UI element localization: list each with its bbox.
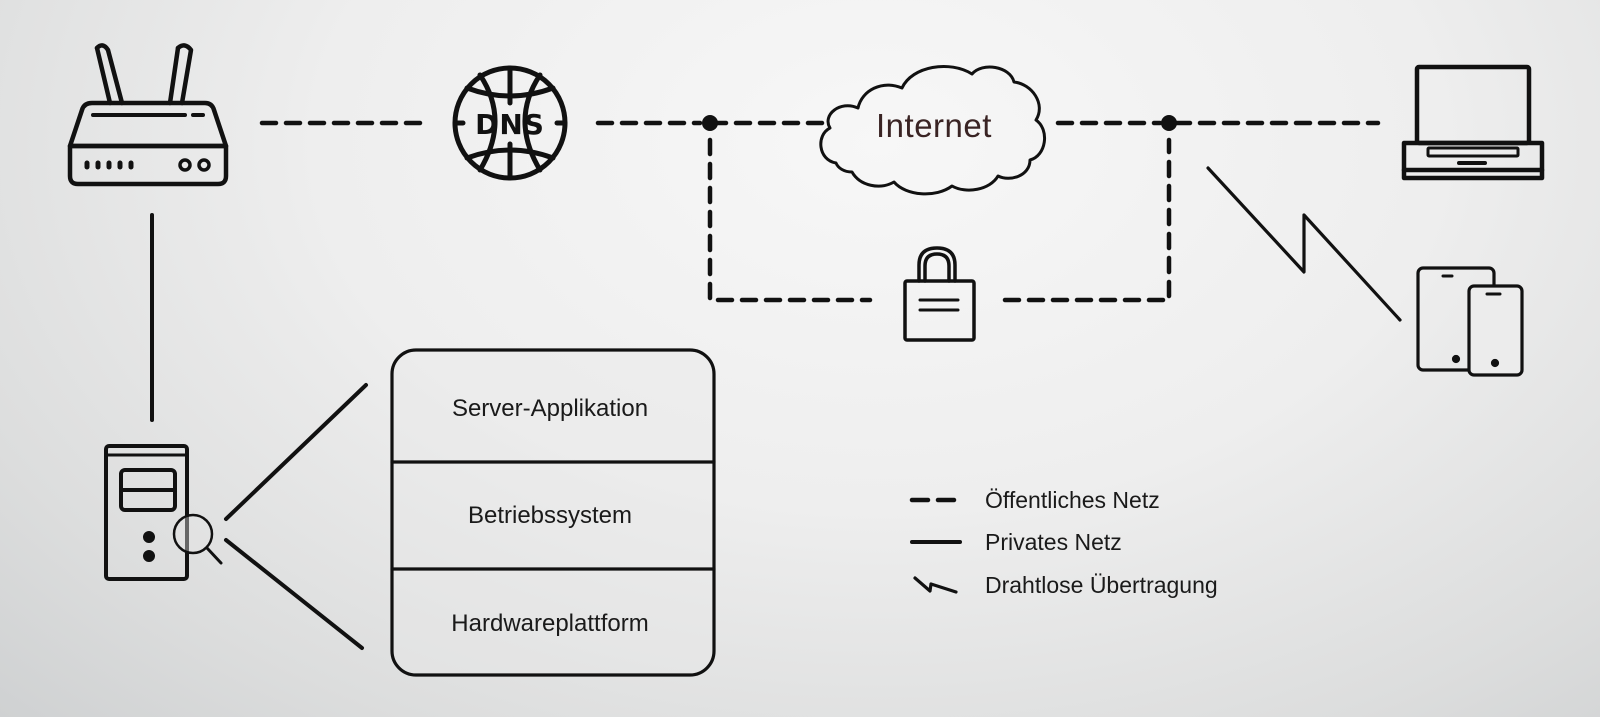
router-icon — [67, 43, 229, 187]
legend-public-network: Öffentliches Netz — [985, 487, 1160, 513]
legend-wireless-symbol — [913, 576, 958, 594]
vpn-tunnel-right — [1002, 137, 1172, 303]
laptop-icon — [1401, 64, 1545, 181]
server-stack-box — [390, 348, 716, 677]
zoom-line-top — [224, 383, 368, 521]
legend-private-network: Privates Netz — [985, 529, 1122, 555]
zoom-line-bottom — [224, 538, 364, 650]
stack-layer-application: Server-Applikation — [451, 395, 649, 422]
wireless-link — [1206, 166, 1402, 322]
vpn-tunnel-left — [707, 137, 873, 303]
internet-label: Internet — [876, 107, 992, 144]
junction-left — [702, 115, 718, 131]
dns-globe-icon — [452, 65, 568, 181]
tablet-phone-icon — [1416, 266, 1524, 377]
dns-label: DNS — [475, 108, 545, 141]
legend-wireless: Drahtlose Übertragung — [985, 572, 1218, 598]
cloud-icon — [819, 65, 1046, 196]
lock-icon — [903, 246, 976, 342]
stack-layer-hardware: Hardwareplattform — [451, 610, 649, 637]
junction-right — [1161, 115, 1177, 131]
stack-layer-os: Betriebssystem — [467, 502, 633, 529]
server-search-icon — [104, 444, 223, 581]
